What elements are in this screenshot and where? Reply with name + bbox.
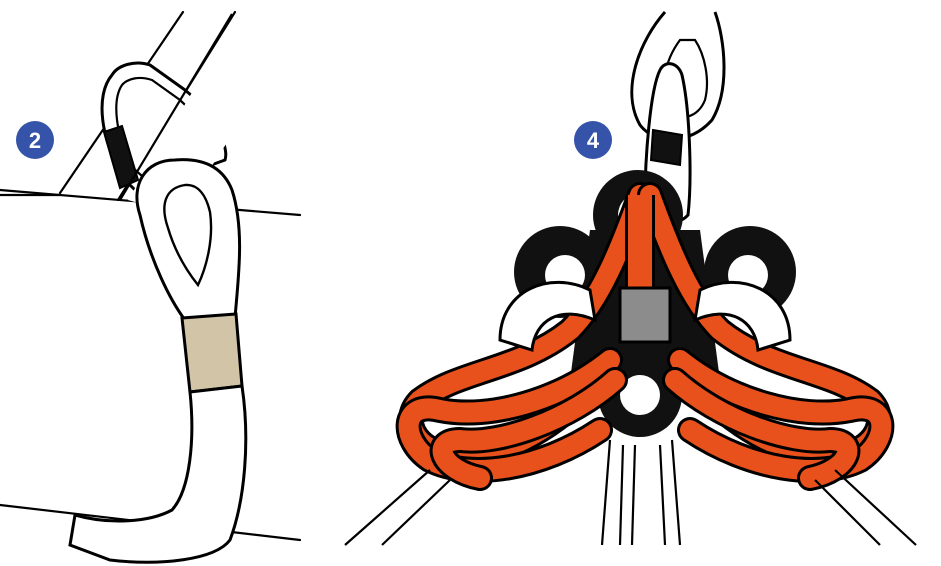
step-4-badge: 4 bbox=[574, 121, 612, 159]
step-2-panel: 2 bbox=[0, 0, 320, 566]
sling-icon bbox=[70, 160, 246, 563]
step-4-illustration: 4 bbox=[320, 0, 941, 566]
rope-clamp bbox=[620, 288, 670, 342]
step-2-badge: 2 bbox=[16, 121, 54, 159]
step-2-illustration: 2 bbox=[0, 0, 320, 566]
step-4-panel: 4 bbox=[320, 0, 941, 566]
step-4-number: 4 bbox=[587, 128, 600, 153]
step-2-number: 2 bbox=[29, 128, 41, 153]
